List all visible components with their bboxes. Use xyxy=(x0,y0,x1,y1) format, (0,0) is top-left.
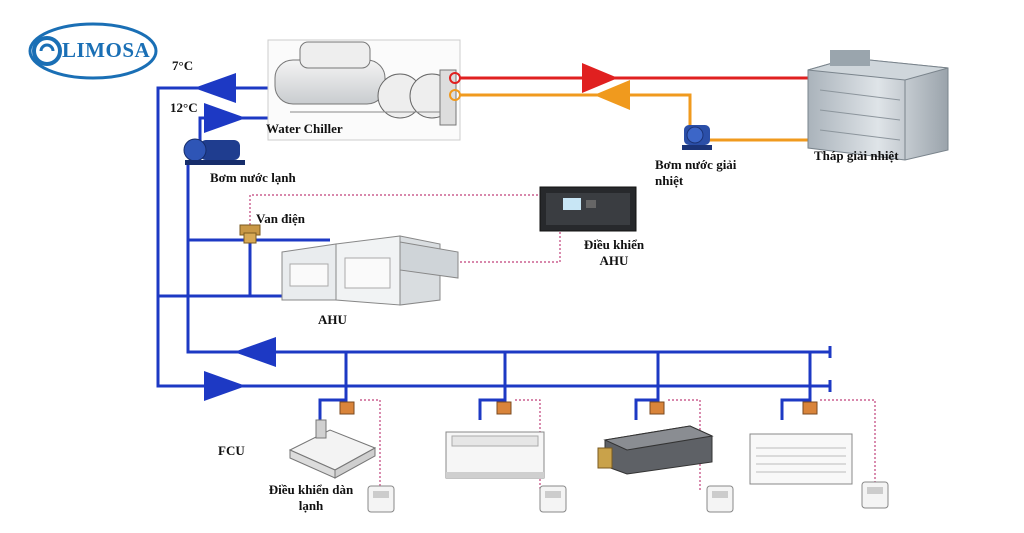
cooling-tower-label: Tháp giải nhiệt xyxy=(814,148,899,163)
cooling-tower-icon xyxy=(807,50,949,161)
air-handling-unit-icon xyxy=(281,235,459,306)
logo-text: LIMOSA xyxy=(62,38,151,62)
thermostat-icon xyxy=(861,481,889,509)
chilled-water-loop xyxy=(156,73,832,420)
thermostat-icon xyxy=(539,485,567,513)
ahu-label: AHU xyxy=(318,312,347,327)
fcu-label: FCU xyxy=(218,443,245,458)
condenser-loop xyxy=(455,63,820,142)
return-temp-label: 12°C xyxy=(170,100,198,115)
pump-icon xyxy=(183,138,245,165)
floor-standing-fcu-icon xyxy=(445,431,545,479)
ducted-fcu-icon xyxy=(597,425,714,475)
motorized-valve-icon xyxy=(339,401,818,415)
fcu-controller-label: Điều khiển dàn lạnh xyxy=(268,482,354,513)
condenser-pump-label: Bơm nước giải nhiệt xyxy=(655,157,737,188)
motorized-valve-icon xyxy=(239,224,261,244)
controller-panel-icon xyxy=(539,186,637,232)
chiller-label: Water Chiller xyxy=(266,121,343,136)
ahu-controller-label: Điều khiển AHU xyxy=(583,237,645,268)
thermostat-icon xyxy=(706,485,734,513)
control-wiring xyxy=(249,194,876,490)
supply-temp-label: 7°C xyxy=(172,58,194,73)
valve-label: Van điện xyxy=(256,211,306,226)
cassette-fcu-icon xyxy=(288,419,377,479)
pump-icon xyxy=(682,125,712,150)
water-chiller-icon xyxy=(267,39,461,141)
ceiling-fcu-icon xyxy=(749,433,853,485)
limosa-logo xyxy=(28,22,158,80)
chilled-pump-label: Bơm nước lạnh xyxy=(210,170,296,185)
thermostat-icon xyxy=(367,485,395,513)
